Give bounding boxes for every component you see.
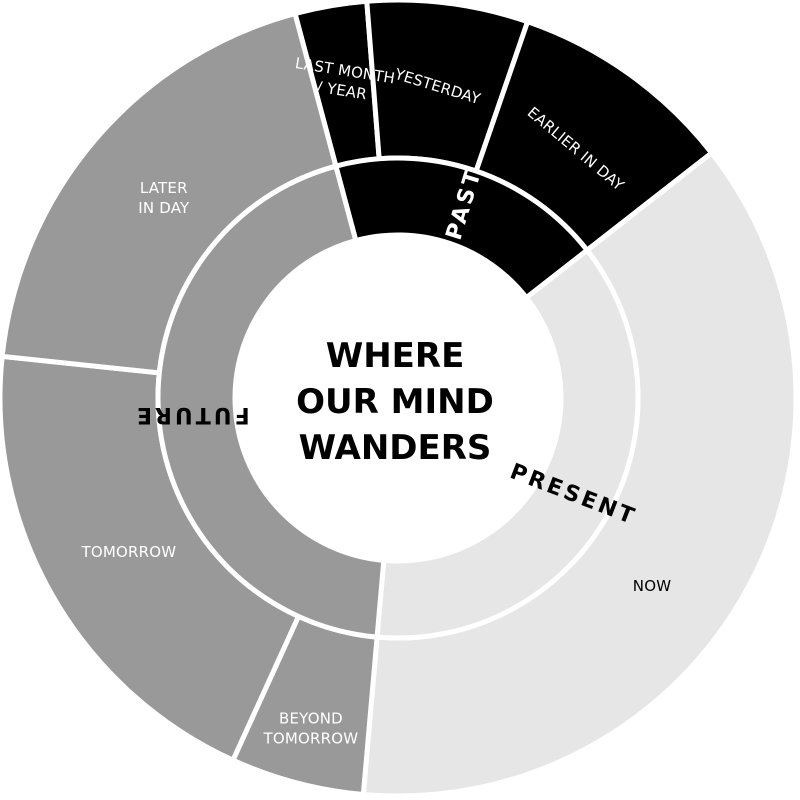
inner-slice-future [155,163,387,640]
inner-slice-present [374,246,641,641]
outer-label-tomorrow: TOMORROW [80,543,176,561]
inner-label-future: FUTURE [134,402,250,427]
center-title: WHERE OUR MIND WANDERS [296,336,494,468]
inner-ring [155,155,641,641]
outer-label-now: NOW [633,577,671,595]
center-title-line-2: OUR MIND [296,382,494,422]
center-title-line-1: WHERE [326,336,465,376]
center-title-line-3: WANDERS [299,428,492,468]
